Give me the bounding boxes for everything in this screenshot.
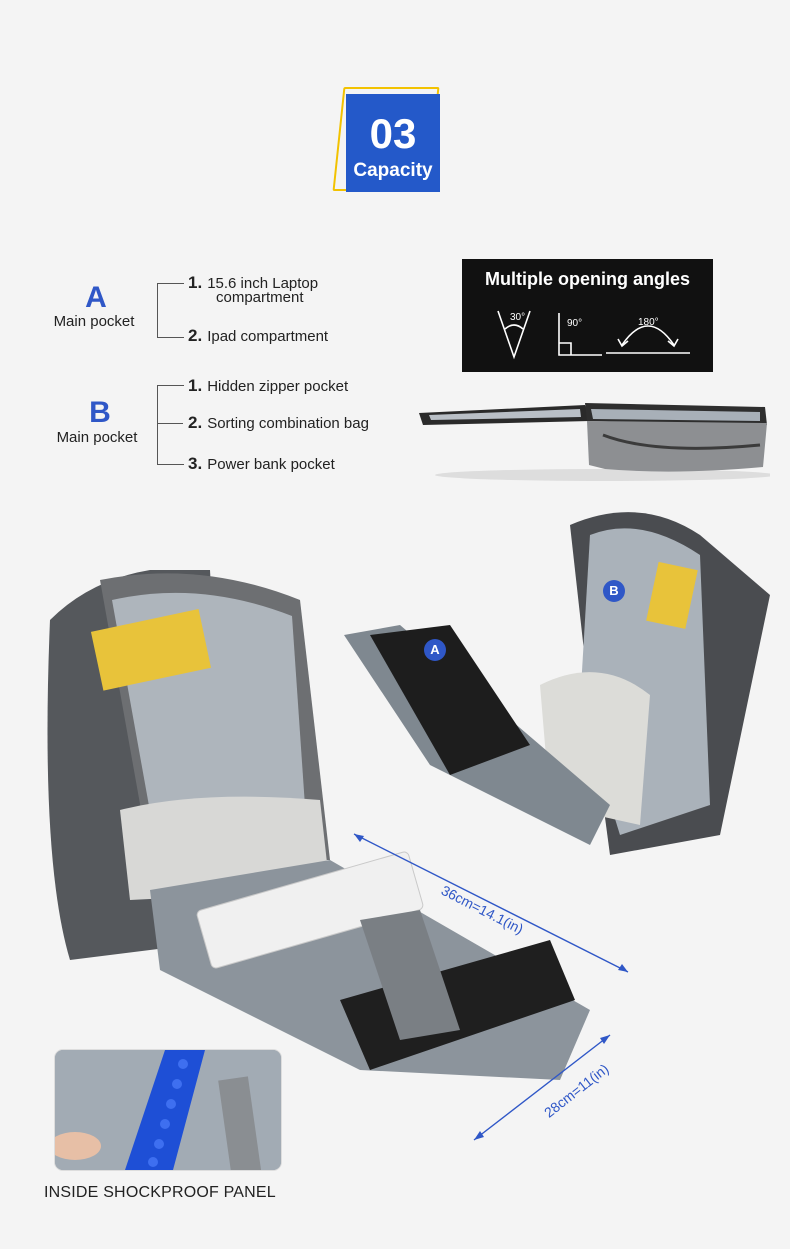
dimension-lines	[353, 833, 629, 1141]
pocket-b-bracket	[157, 385, 184, 465]
pocket-b-letter: B	[89, 396, 111, 429]
backpack-open-photo	[47, 570, 590, 1080]
item-number: 3.	[188, 454, 203, 473]
angle-30-label: 30°	[510, 312, 525, 323]
item-number: 1.	[188, 376, 203, 395]
shockproof-caption: INSIDE SHOCKPROOF PANEL	[44, 1184, 276, 1201]
shockproof-panel-photo	[55, 1050, 281, 1170]
angle-180-label: 180°	[638, 317, 659, 328]
opening-angles-box: Multiple opening angles 30° 90° 180°	[462, 259, 713, 372]
pocket-a-label: Main pocket	[53, 313, 135, 330]
angle-90-icon	[558, 313, 602, 356]
shockproof-panel-illustration	[55, 1050, 281, 1170]
angle-180-icon	[606, 325, 690, 354]
pocket-b-bracket-mid	[157, 423, 183, 424]
item-text: 15.6 inch Laptop	[207, 275, 319, 292]
marker-b: B	[603, 580, 625, 602]
pocket-a-letter: A	[85, 281, 107, 314]
item-text: Sorting combination bag	[207, 415, 369, 432]
angles-title: Multiple opening angles	[484, 269, 690, 289]
item-text: Hidden zipper pocket	[207, 378, 349, 395]
marker-a: A	[424, 639, 446, 661]
pocket-a-item-2: 2.Ipad compartment	[188, 326, 329, 345]
backpack-side-photo	[344, 512, 770, 855]
item-number: 1.	[188, 273, 203, 292]
item-number: 2.	[188, 326, 203, 345]
angles-diagram: 30° 90° 180°	[497, 310, 690, 360]
pocket-b-item-1: 1.Hidden zipper pocket	[188, 376, 349, 395]
item-text: Ipad compartment	[207, 328, 329, 345]
angle-30-icon	[497, 310, 531, 360]
badge-label: Capacity	[353, 160, 433, 181]
pocket-a-item-1: 1.15.6 inch Laptop	[188, 273, 319, 292]
backpack-flat-photo	[419, 403, 770, 481]
capacity-badge: 03 Capacity	[346, 94, 440, 192]
pocket-b-label: Main pocket	[56, 429, 138, 446]
badge-number: 03	[369, 110, 417, 157]
pocket-a-item-1-line2: compartment	[216, 289, 304, 306]
pocket-b-item-3: 3.Power bank pocket	[188, 454, 335, 473]
item-number: 2.	[188, 413, 203, 432]
item-text: Power bank pocket	[207, 456, 335, 473]
pocket-a-bracket	[157, 283, 184, 338]
angle-90-label: 90°	[567, 318, 582, 329]
pocket-b-item-2: 2.Sorting combination bag	[188, 413, 369, 432]
